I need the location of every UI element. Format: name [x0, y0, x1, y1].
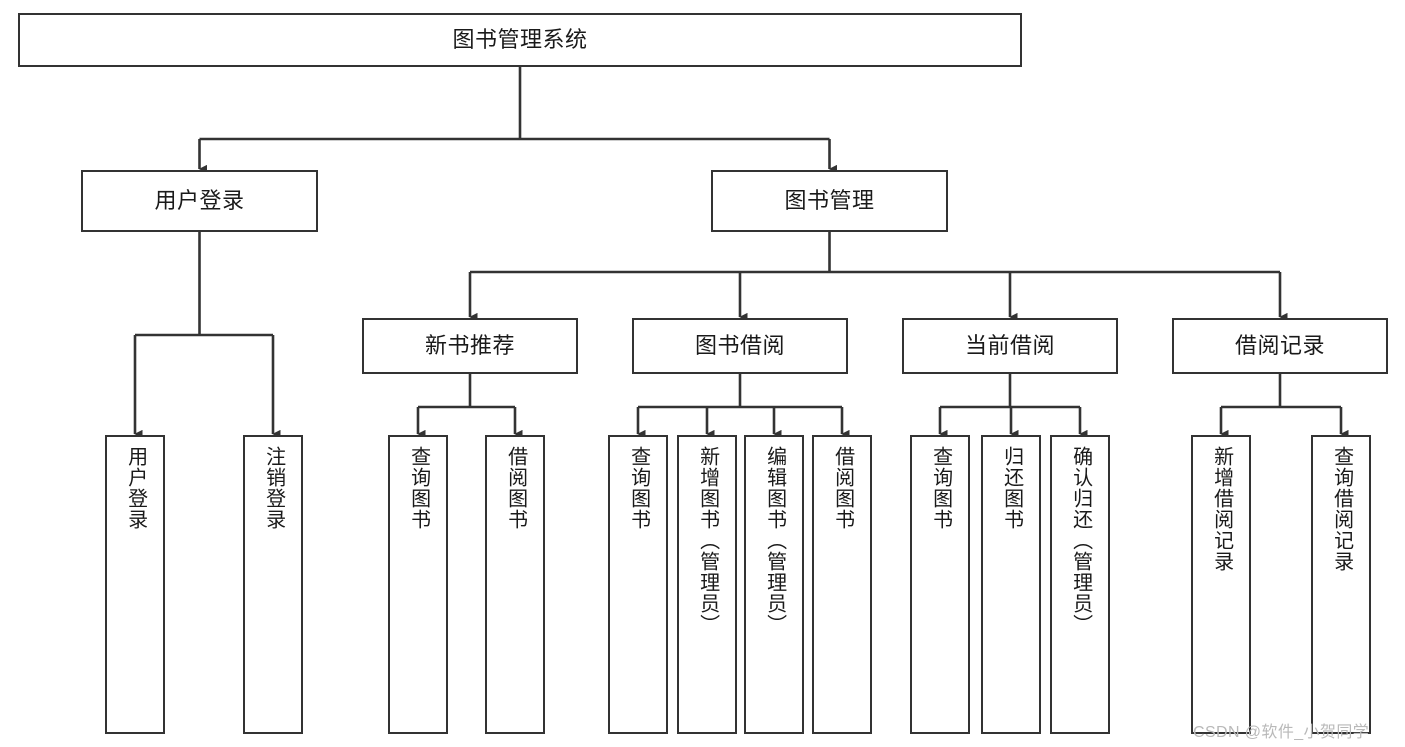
node-lf10[interactable]: 归还图书: [981, 435, 1041, 734]
node-label: 图书借阅: [694, 333, 785, 359]
node-label: 借阅图书: [831, 446, 854, 530]
node-label: 借阅图书: [504, 446, 527, 530]
node-label: 查询借阅记录: [1330, 446, 1353, 572]
node-lf11[interactable]: 确认归还（管理员）: [1050, 435, 1110, 734]
node-lf3[interactable]: 查询图书: [388, 435, 448, 734]
csdn-watermark: CSDN @软件_小贺同学: [1193, 724, 1370, 741]
node-lf7[interactable]: 编辑图书（管理员）: [744, 435, 804, 734]
node-lf8[interactable]: 借阅图书: [812, 435, 872, 734]
node-lf4[interactable]: 借阅图书: [485, 435, 545, 734]
node-l2a[interactable]: 用户登录: [81, 170, 318, 232]
node-label: 查询图书: [929, 446, 952, 530]
node-lf13[interactable]: 查询借阅记录: [1311, 435, 1371, 734]
node-label: 当前借阅: [964, 333, 1055, 359]
node-label: 新增图书（管理员）: [696, 446, 719, 635]
node-lf1[interactable]: 用户登录: [105, 435, 165, 734]
node-label: 用户登录: [154, 188, 245, 214]
node-l2b[interactable]: 图书管理: [711, 170, 948, 232]
node-label: 图书管理系统: [452, 27, 588, 53]
node-label: 注销登录: [262, 446, 285, 530]
node-lf5[interactable]: 查询图书: [608, 435, 668, 734]
node-label: 编辑图书（管理员）: [763, 446, 786, 635]
node-label: 查询图书: [627, 446, 650, 530]
node-label: 新书推荐: [424, 333, 515, 359]
node-root[interactable]: 图书管理系统: [18, 13, 1022, 67]
node-label: 确认归还（管理员）: [1069, 446, 1092, 635]
node-label: 借阅记录: [1234, 333, 1325, 359]
node-label: 归还图书: [1000, 446, 1023, 530]
node-label: 查询图书: [407, 446, 430, 530]
node-lf12[interactable]: 新增借阅记录: [1191, 435, 1251, 734]
node-l3a[interactable]: 新书推荐: [362, 318, 578, 374]
node-label: 图书管理: [784, 188, 875, 214]
node-label: 新增借阅记录: [1210, 446, 1233, 572]
node-lf6[interactable]: 新增图书（管理员）: [677, 435, 737, 734]
node-l3c[interactable]: 当前借阅: [902, 318, 1118, 374]
node-l3d[interactable]: 借阅记录: [1172, 318, 1388, 374]
node-l3b[interactable]: 图书借阅: [632, 318, 848, 374]
node-lf9[interactable]: 查询图书: [910, 435, 970, 734]
node-label: 用户登录: [124, 446, 147, 530]
node-lf2[interactable]: 注销登录: [243, 435, 303, 734]
